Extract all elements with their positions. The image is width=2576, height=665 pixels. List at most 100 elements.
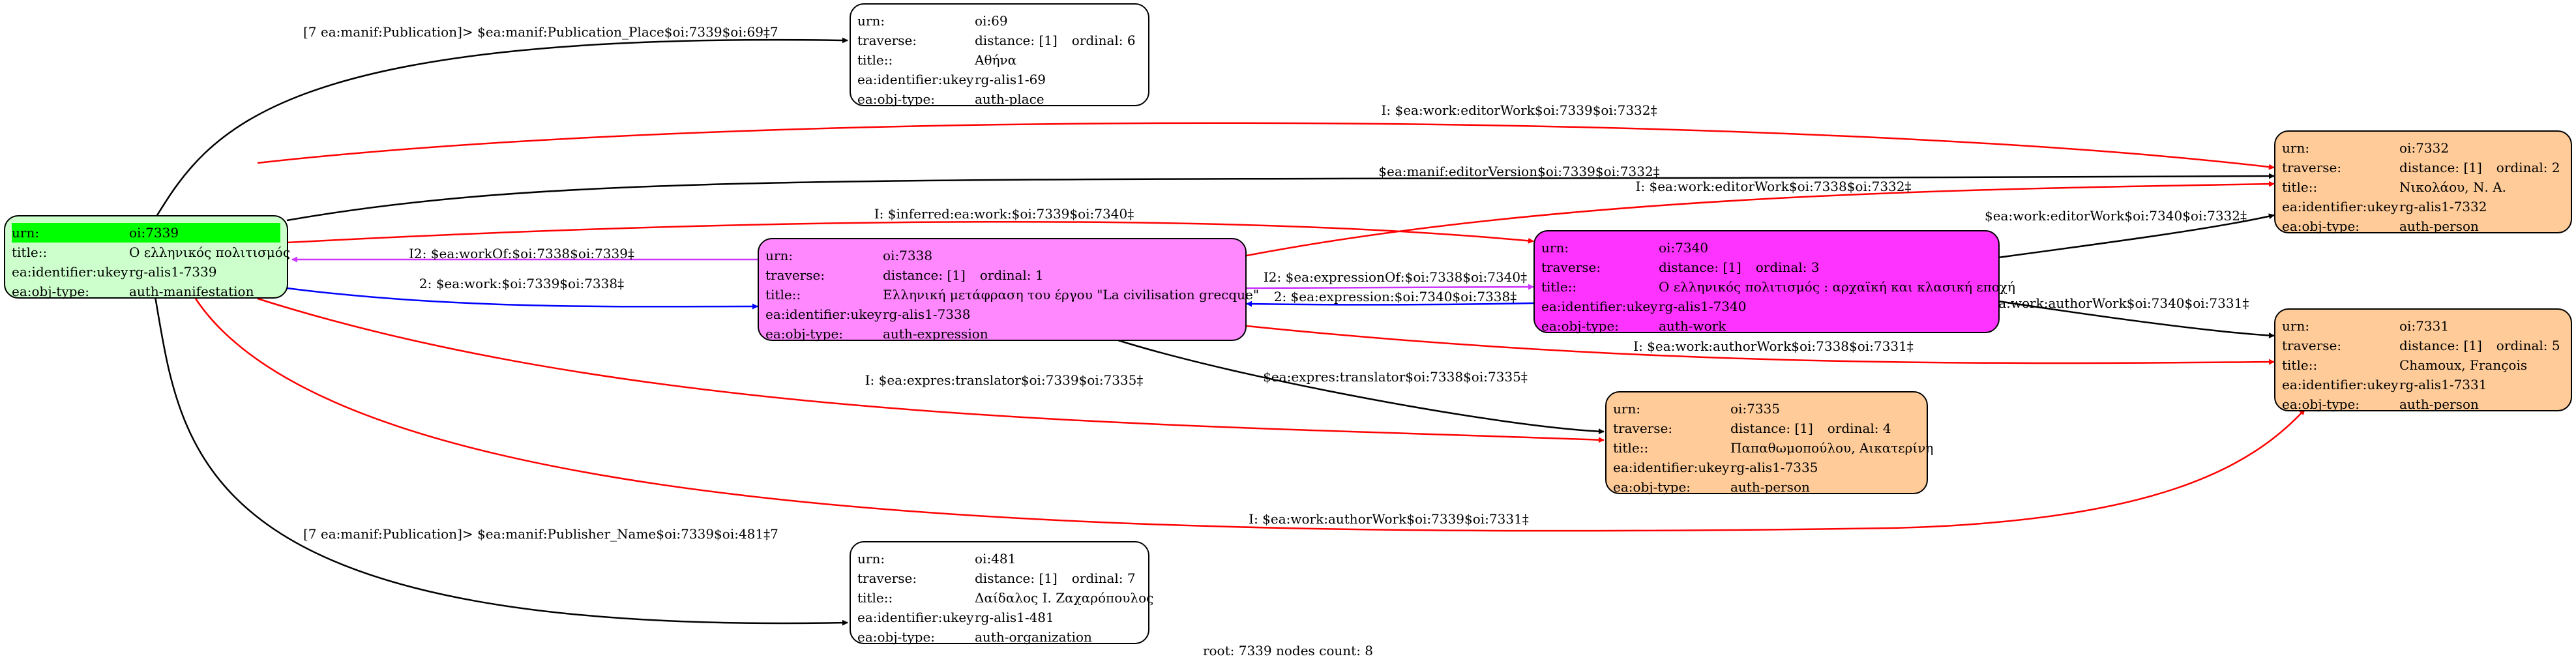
- node-row-objtype: ea:obj-type: auth-person: [1613, 477, 1927, 497]
- node-organization-481[interactable]: urn: oi:481 traverse: distance: [1] ordi…: [850, 541, 1153, 647]
- edge-publisher-name: [154, 296, 848, 626]
- edge-label-work-7339-7338: 2: $ea:work:$oi:7339$oi:7338‡: [419, 276, 624, 291]
- edge-authorwork-7338-7331: [1246, 325, 2275, 365]
- node-row-objtype: ea:obj-type: auth-person: [2282, 394, 2571, 414]
- row-value: rg-alis1-7340: [1659, 299, 1747, 314]
- row-ordinal: ordinal: 1: [979, 267, 1044, 283]
- edge-label-editorwork-7340-7332: $ea:work:editorWork$oi:7340$oi:7332‡: [1985, 208, 2247, 224]
- row-key: ea:identifier:ukey: [857, 610, 974, 625]
- edge-editorwork-7339-7332: [257, 122, 2275, 170]
- row-value: rg-alis1-69: [975, 72, 1046, 87]
- row-key: ea:obj-type:: [2282, 396, 2360, 412]
- row-ordinal: ordinal: 7: [1071, 570, 1136, 586]
- edge-label-authorwork-7338-7331: I: $ea:work:authorWork$oi:7338$oi:7331‡: [1633, 338, 1914, 354]
- row-value: auth-manifestation: [129, 284, 254, 299]
- node-row-ukey: ea:identifier:ukey rg-alis1-7339: [12, 262, 287, 282]
- node-row-ukey: ea:identifier:ukey rg-alis1-69: [857, 70, 1148, 89]
- row-key: traverse:: [1541, 259, 1601, 275]
- row-value: distance: [1]: [1659, 259, 1741, 275]
- row-ordinal: ordinal: 3: [1755, 259, 1820, 275]
- node-row-urn: urn: oi:7338: [765, 246, 1245, 265]
- node-person-7335[interactable]: urn: oi:7335 traverse: distance: [1] ord…: [1605, 391, 1933, 497]
- node-place-69[interactable]: urn: oi:69 traverse: distance: [1] ordin…: [850, 3, 1149, 107]
- row-key: urn:: [857, 551, 885, 567]
- row-key: ea:obj-type:: [857, 629, 936, 645]
- row-value: distance: [1]: [2399, 160, 2482, 175]
- row-value: rg-alis1-7332: [2399, 199, 2487, 214]
- row-key: urn:: [12, 225, 40, 241]
- row-value: Δαίδαλος Ι. Ζαχαρόπουλος: [975, 590, 1154, 606]
- row-key: traverse:: [2282, 338, 2342, 353]
- row-ordinal: ordinal: 5: [2496, 338, 2560, 353]
- edge-label-inferred-work-7339-7340: I: $inferred:ea:work:$oi:7339$oi:7340‡: [874, 206, 1134, 222]
- row-key: ea:identifier:ukey: [765, 306, 882, 322]
- edge-label-authorwork-7340-7331: $ea:work:authorWork$oi:7340$oi:7331‡: [1983, 295, 2249, 311]
- row-value: Νικολάου, Ν. Α.: [2399, 179, 2506, 195]
- node-row-urn: urn: oi:7340: [1541, 238, 1998, 258]
- row-value: auth-place: [975, 91, 1044, 107]
- node-row-traverse: traverse: distance: [1] ordinal: 6: [857, 31, 1148, 50]
- row-value: auth-work: [1659, 318, 1726, 334]
- row-key: traverse:: [857, 570, 917, 586]
- edge-label-authorwork-7339-7331: I: $ea:work:authorWork$oi:7339$oi:7331‡: [1249, 511, 1529, 527]
- node-person-7332[interactable]: urn: oi:7332 traverse: distance: [1] ord…: [2274, 130, 2572, 236]
- edge-label-expression-7340-7338: 2: $ea:expression:$oi:7340$oi:7338‡: [1274, 289, 1517, 304]
- row-ordinal: ordinal: 4: [1827, 421, 1891, 436]
- row-value: auth-expression: [883, 326, 988, 342]
- edge-authorwork-7340-7331: [1998, 300, 2275, 339]
- node-row-objtype: ea:obj-type: auth-person: [2282, 216, 2571, 236]
- edge-publication-place: [152, 37, 848, 222]
- row-key: urn:: [857, 13, 885, 29]
- edge-expression-7340-7338: [1246, 301, 1534, 307]
- row-value: auth-organization: [975, 629, 1092, 645]
- row-key: urn:: [765, 248, 793, 263]
- edge-label-translator-7338-7335: $ea:expres:translator$oi:7338$oi:7335‡: [1263, 369, 1528, 385]
- node-row-ukey: ea:identifier:ukey rg-alis1-7331: [2282, 375, 2571, 394]
- node-row-traverse: traverse: distance: [1] ordinal: 7: [857, 569, 1148, 588]
- row-key: traverse:: [765, 267, 825, 283]
- row-key: traverse:: [2282, 160, 2342, 175]
- row-value: distance: [1]: [883, 267, 966, 283]
- edge-label-publication-place: [7 ea:manif:Publication]> $ea:manif:Publ…: [303, 24, 778, 40]
- row-value: Ο ελληνικός πολιτισμός : αρχαϊκή και κλα…: [1659, 279, 2015, 295]
- row-key: urn:: [1613, 401, 1641, 417]
- row-key: ea:identifier:ukey: [12, 264, 128, 280]
- node-row-title: title:: Chamoux, François: [2282, 355, 2571, 375]
- node-row-title: title:: Ο ελληνικός πολιτισμός : αρχαϊκή…: [1541, 277, 2015, 297]
- row-value: Chamoux, François: [2399, 357, 2528, 373]
- row-value: distance: [1]: [975, 33, 1058, 48]
- node-expression-7338[interactable]: urn: oi:7338 traverse: distance: [1] ord…: [758, 238, 1259, 342]
- node-row-title: title:: Δαίδαλος Ι. Ζαχαρόπουλος: [857, 588, 1153, 608]
- edge-expressionof-7338-7340: [1246, 284, 1534, 290]
- row-value: oi:7332: [2399, 140, 2450, 156]
- node-row-ukey: ea:identifier:ukey rg-alis1-7335: [1613, 458, 1927, 477]
- edge-label-publisher-name: [7 ea:manif:Publication]> $ea:manif:Publ…: [303, 526, 778, 542]
- edge-translator-7338-7335: [1118, 339, 1605, 435]
- row-value: auth-person: [1730, 479, 1810, 495]
- node-row-objtype: ea:obj-type: auth-work: [1541, 316, 1998, 336]
- row-ordinal: ordinal: 6: [1071, 33, 1136, 48]
- row-key: ea:identifier:ukey: [2282, 377, 2399, 392]
- node-person-7331[interactable]: urn: oi:7331 traverse: distance: [1] ord…: [2274, 308, 2572, 414]
- row-value: oi:69: [975, 13, 1008, 29]
- row-value: oi:7331: [2399, 318, 2450, 334]
- row-value: Παπαθωμοπούλου, Αικατερίνη: [1730, 440, 1934, 456]
- row-key: ea:identifier:ukey: [1541, 299, 1658, 314]
- node-row-title: title:: Ο ελληνικός πολιτισμός: [12, 243, 290, 262]
- row-key: traverse:: [1613, 421, 1673, 436]
- row-ordinal: ordinal: 2: [2496, 160, 2560, 175]
- edge-editorversion-7339-7332: [286, 173, 2275, 222]
- row-key: ea:obj-type:: [1541, 318, 1620, 334]
- node-work-7340[interactable]: urn: oi:7340 traverse: distance: [1] ord…: [1533, 230, 2015, 336]
- graph-footer: root: 7339 nodes count: 8: [1202, 643, 1374, 658]
- node-row-ukey: ea:identifier:ukey rg-alis1-7332: [2282, 197, 2571, 216]
- row-key: title::: [2282, 179, 2318, 195]
- node-manifestation-7339[interactable]: urn: oi:7339 title:: Ο ελληνικός πολιτισ…: [4, 215, 290, 299]
- row-value: distance: [1]: [975, 570, 1058, 586]
- row-value: rg-alis1-481: [975, 610, 1054, 625]
- node-row-objtype: ea:obj-type: auth-organization: [857, 627, 1148, 647]
- node-row-urn: urn: oi:7339: [12, 223, 280, 243]
- row-key: ea:obj-type:: [1613, 479, 1691, 495]
- edge-translator-7339-7335: [257, 297, 1605, 443]
